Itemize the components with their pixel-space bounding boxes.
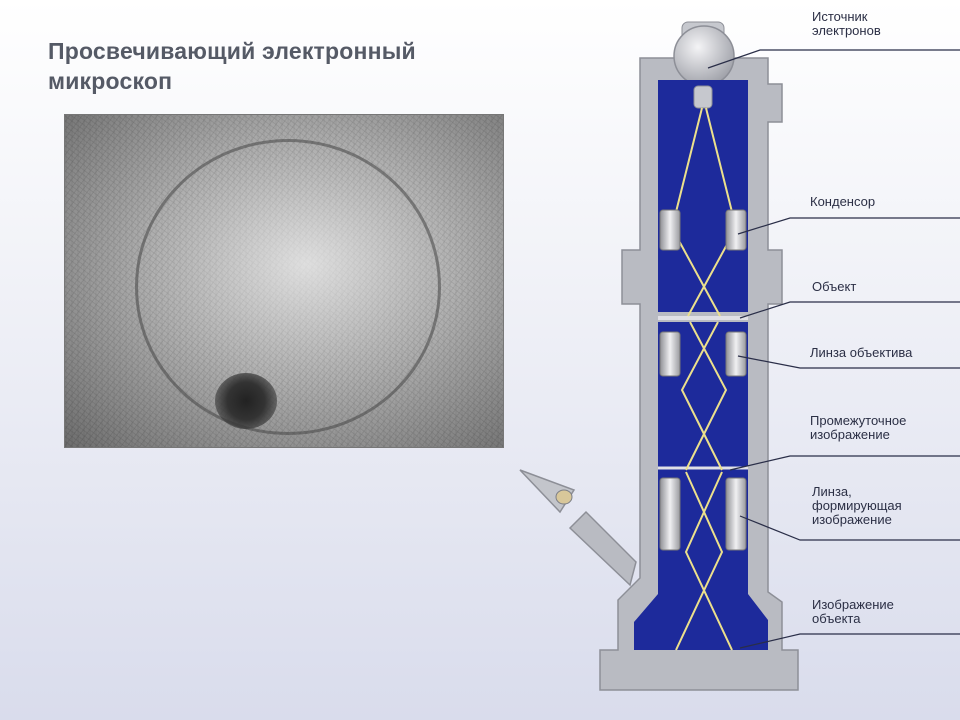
viewing-tube xyxy=(570,512,636,585)
label-objective-lens: Линза объектива xyxy=(810,346,958,360)
label-electron-source: Источник электронов xyxy=(812,10,922,38)
upper-chamber xyxy=(658,80,748,312)
label-projector-lens: Линза, формирующая изображение xyxy=(812,485,940,527)
label-intermediate-image: Промежуточное изображение xyxy=(810,414,930,442)
label-object: Объект xyxy=(812,280,952,294)
electron-source-icon xyxy=(674,26,734,86)
label-object-image: Изображение объекта xyxy=(812,598,932,626)
cathode xyxy=(694,86,712,108)
leader-condenser xyxy=(738,218,960,234)
label-condenser: Конденсор xyxy=(810,195,950,209)
eyepiece-opening xyxy=(556,490,572,504)
